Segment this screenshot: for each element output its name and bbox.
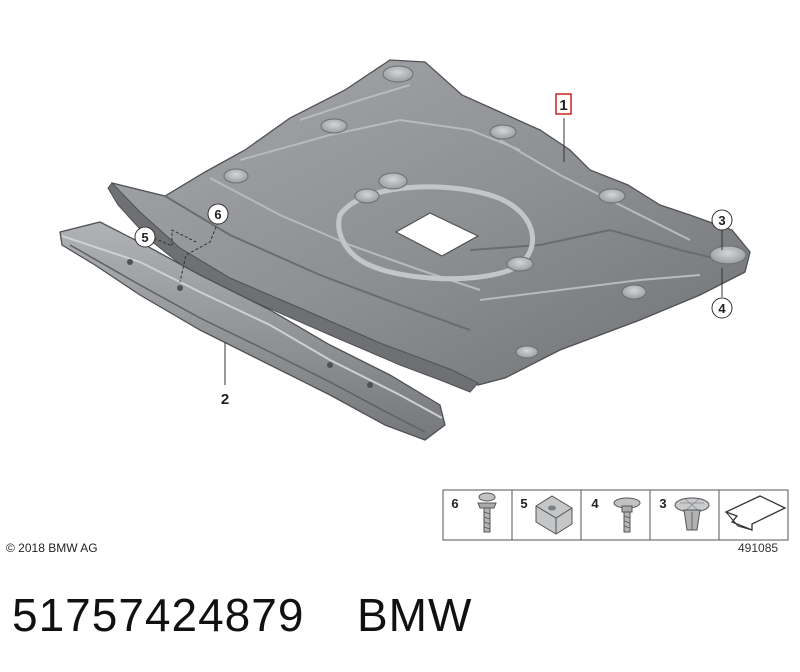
leader-5: [153, 229, 197, 247]
bracket-top-edge: [61, 235, 443, 419]
bracket-mounting-holes: [127, 259, 373, 388]
brand-name: BMW: [357, 589, 473, 641]
panel-rib: [499, 139, 691, 241]
callouts: 1 2 3 4 5 6: [134, 93, 733, 408]
callout-circle-6: [207, 203, 229, 225]
callout-6: 6: [214, 207, 221, 222]
callout-3: 3: [718, 213, 725, 228]
mounting-pad: [598, 188, 626, 204]
callout-circle-5: [134, 226, 156, 248]
bracket-bottom-edge: [69, 244, 426, 433]
arrow-icon: [724, 495, 787, 531]
mounting-pad: [621, 284, 647, 300]
legend-number-5: 5: [520, 496, 527, 511]
clip-nut-icon: [535, 495, 573, 535]
mounting-pad: [378, 172, 408, 190]
callout-2: 2: [221, 391, 229, 408]
bracket-hole: [177, 285, 183, 291]
callout-circle-4: [711, 297, 733, 319]
mounting-pads: [223, 65, 747, 359]
access-opening: [394, 212, 480, 257]
mounting-pad: [489, 124, 517, 140]
callout-box-1: [555, 93, 572, 115]
underbody-panel: [107, 59, 751, 393]
callout-4: 4: [718, 301, 726, 316]
callout-circle-3: [711, 209, 733, 231]
panel-rib: [164, 195, 471, 331]
legend-number-3: 3: [659, 496, 666, 511]
panel-rib: [299, 84, 411, 121]
mounting-pad: [354, 188, 380, 204]
panel-rib: [479, 274, 701, 301]
mounting-pad: [709, 245, 747, 265]
callout-1: 1: [559, 97, 567, 114]
mounting-pad: [382, 65, 414, 83]
copyright-notice: © 2018 BMW AG: [6, 541, 98, 555]
part-number: 51757424879: [12, 589, 305, 641]
screw-icon: [477, 492, 497, 533]
bracket-body: [59, 221, 446, 441]
bracket-hole: [327, 362, 333, 368]
leader-6: [179, 221, 219, 283]
front-bracket: [59, 221, 446, 441]
callout-5: 5: [141, 230, 148, 245]
mounting-pad: [515, 345, 539, 359]
legend-number-4: 4: [591, 496, 599, 511]
drawing-number: 491085: [738, 541, 779, 555]
expanding-rivet-icon: [674, 497, 710, 531]
mounting-pad: [506, 256, 534, 272]
bolt-icon: [613, 497, 641, 533]
bracket-hole: [367, 382, 373, 388]
legend-frame: [442, 489, 789, 541]
fastener-legend: 6 5 4 3: [442, 489, 789, 541]
panel-rib: [239, 118, 521, 161]
mounting-pad: [223, 168, 249, 184]
mounting-pad: [320, 118, 348, 134]
leader-lines: [153, 118, 723, 385]
bracket-hole: [127, 259, 133, 265]
legend-number-6: 6: [451, 496, 458, 511]
panel-rib: [469, 228, 731, 263]
